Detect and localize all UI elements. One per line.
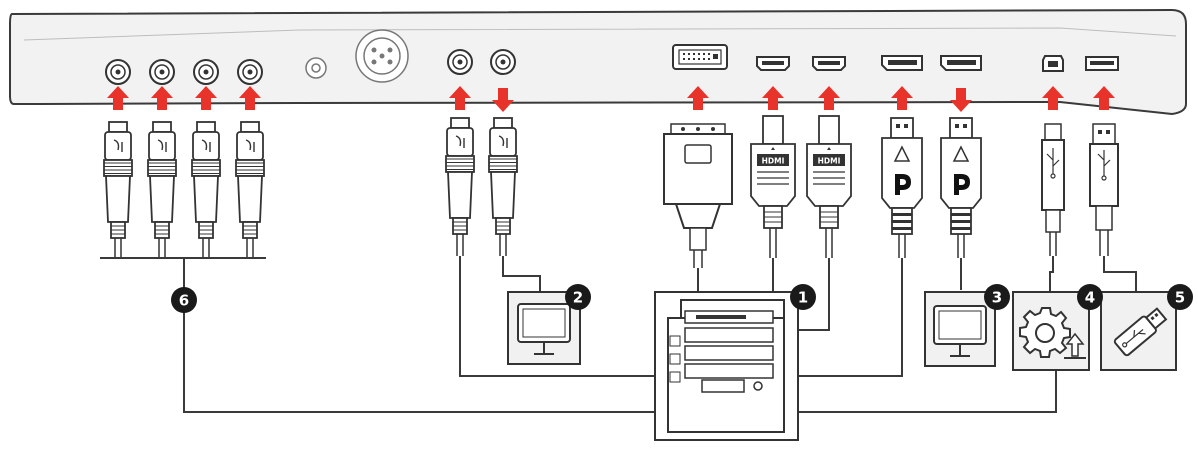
usb-b-port[interactable] (1042, 55, 1064, 72)
dvi-connector (663, 123, 733, 268)
hdmi-port-1[interactable] (756, 56, 790, 71)
callout-number: 1 (798, 289, 808, 307)
hdmi-connector: HDMI (750, 115, 796, 258)
arrow-up-icon (239, 86, 261, 110)
callout-number: 4 (1085, 289, 1095, 307)
wire-dp-to-computer (798, 258, 903, 377)
displayport-logo-icon (895, 174, 911, 190)
arrow-up-icon (818, 86, 840, 110)
callout-badge-1: 1 (790, 284, 816, 310)
displayport-port-in[interactable] (881, 55, 923, 71)
direction-arrows (107, 86, 1115, 112)
wire-sdi-out-to-monitor (502, 256, 541, 292)
xlr-power-connector (355, 29, 409, 83)
wire-6-to-computer (183, 258, 655, 413)
usb-stick-icon (1100, 291, 1177, 371)
wire-sdi-in-to-computer (459, 256, 655, 377)
wire-hdmi2-to-computer (798, 258, 830, 331)
bnc-connector (235, 121, 265, 258)
usb-a-connector (1089, 123, 1119, 256)
callout-badge-4: 4 (1077, 284, 1103, 310)
hdmi-connector: HDMI (806, 115, 852, 258)
callout-badge-6: 6 (171, 287, 197, 313)
usb-b-connector (1041, 123, 1065, 256)
monitor-icon (924, 291, 996, 367)
bnc-connector (103, 121, 133, 258)
callout-badge-5: 5 (1167, 284, 1193, 310)
arrow-up-icon (151, 86, 173, 110)
arrow-up-icon (1093, 86, 1115, 110)
gear-update-icon (1012, 291, 1090, 371)
wire-usba-to-stick (1103, 256, 1137, 292)
arrow-up-icon (1042, 86, 1064, 110)
arrow-down-icon (492, 88, 514, 112)
arrow-up-icon (762, 86, 784, 110)
computer-tower-icon (654, 291, 799, 441)
displayport-logo-icon (954, 174, 970, 190)
callouts: 1 2 3 4 5 6 (171, 284, 1193, 313)
power-jack (305, 57, 327, 79)
bnc-port-1[interactable] (105, 59, 131, 85)
bnc-port-3[interactable] (193, 59, 219, 85)
arrow-up-icon (687, 86, 709, 110)
panel-ports (105, 29, 1119, 85)
callout-badge-3: 3 (984, 284, 1010, 310)
callout-number: 3 (992, 289, 1002, 307)
displayport-connector (940, 117, 982, 258)
dvi-port[interactable] (672, 44, 728, 70)
panel-bevel (23, 27, 1177, 41)
hdmi-logo-text: HDMI (762, 157, 785, 166)
arrow-down-icon (950, 88, 972, 112)
displayport-port-out[interactable] (940, 55, 982, 71)
arrow-up-icon (449, 86, 471, 110)
wire-service-to-computer (798, 370, 1057, 413)
callout-number: 2 (573, 289, 583, 307)
usb-a-port[interactable] (1085, 56, 1119, 71)
arrow-up-icon (195, 86, 217, 110)
bnc-connector (488, 117, 518, 256)
displayport-connector (881, 117, 923, 258)
bnc-connector (147, 121, 177, 258)
bnc-port-out[interactable] (490, 49, 516, 75)
hdmi-logo-text: HDMI (818, 157, 841, 166)
callout-number: 6 (179, 292, 189, 310)
arrow-up-icon (107, 86, 129, 110)
wire-usbb-to-service (1049, 256, 1054, 292)
bnc-connector (191, 121, 221, 258)
callout-badge-2: 2 (565, 284, 591, 310)
bnc-port-2[interactable] (149, 59, 175, 85)
cable-connectors: HDMI HDMI (103, 115, 1119, 268)
bnc-port-5[interactable] (447, 49, 473, 75)
bnc-connector (445, 117, 475, 256)
monitor-icon (507, 291, 581, 365)
hdmi-port-2[interactable] (812, 56, 846, 71)
wiring (100, 256, 1137, 413)
callout-number: 5 (1175, 289, 1185, 307)
bnc-port-4[interactable] (237, 59, 263, 85)
arrow-up-icon (891, 86, 913, 110)
device-rear-panel (9, 8, 1187, 116)
